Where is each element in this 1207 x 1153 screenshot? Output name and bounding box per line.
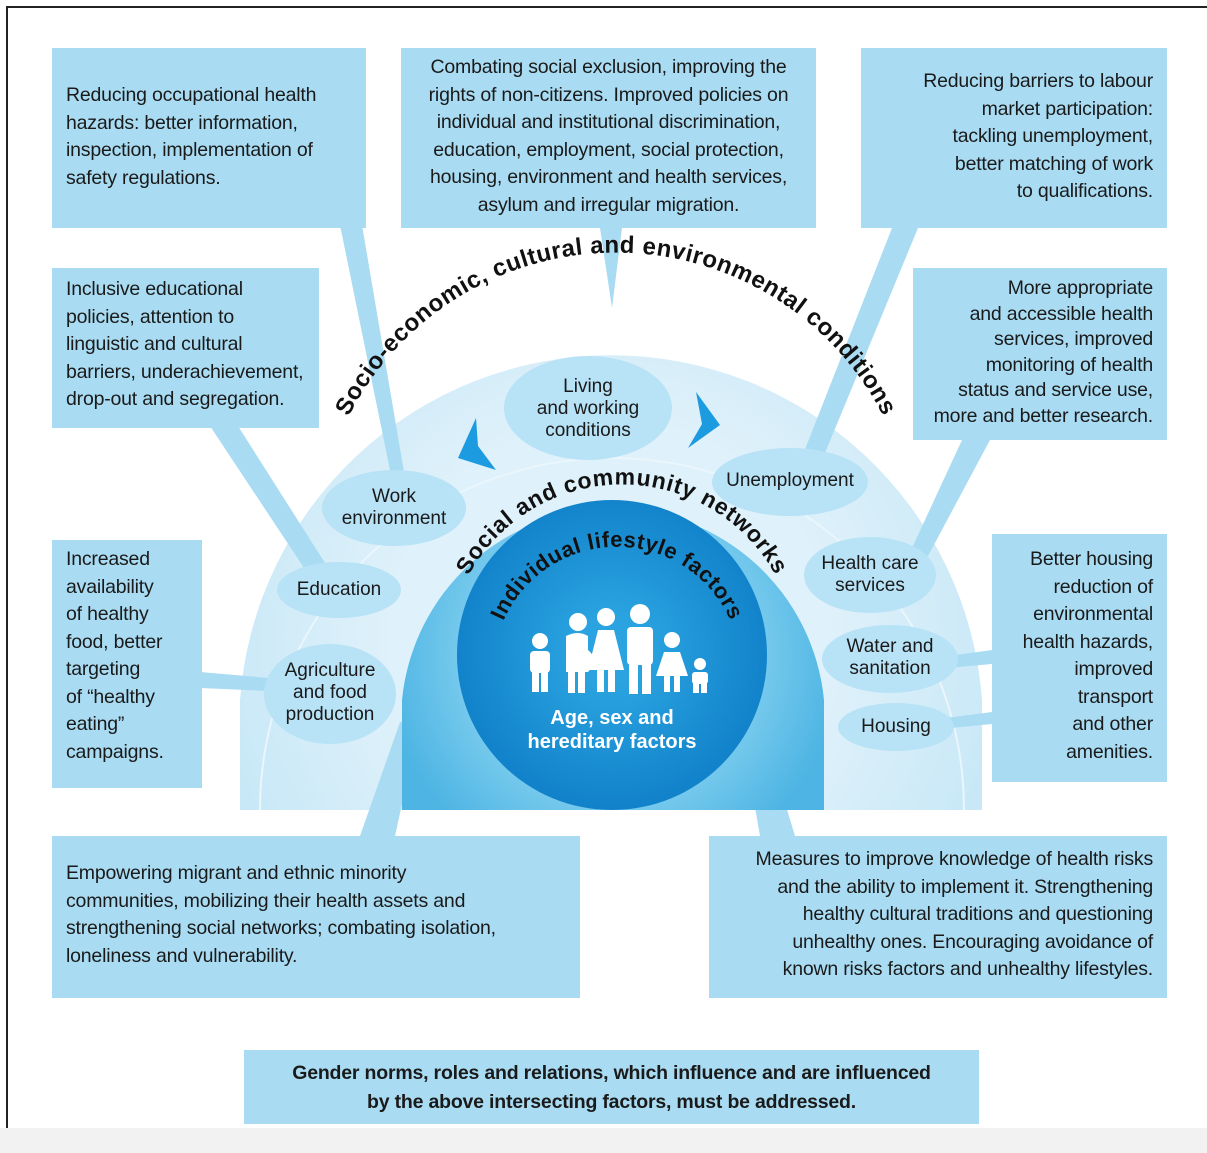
oval-unemployment [712,448,868,516]
arrow-left [458,418,496,470]
bottom-strip [0,1128,1207,1153]
box-health-services: More appropriate and accessible health s… [913,268,1167,440]
family-icons [530,604,708,694]
oval-agriculture-label: Agriculture and food production [284,660,376,725]
oval-living [504,356,672,460]
oval-education [277,562,401,618]
oval-water [822,625,958,693]
box-housing: Better housing reduction of environmenta… [992,534,1167,782]
man-icon [627,604,653,694]
oval-water-label: Water and sanitation [846,636,934,679]
pregnant-woman-icon [566,613,594,693]
oval-unemployment-label: Unemployment [726,470,854,491]
oval-living-label: Living and working conditions [536,376,640,441]
box-empowering: Empowering migrant and ethnic minority c… [52,836,580,998]
pointer-water [948,650,992,668]
oval-health-care-label: Health care services [821,553,919,596]
pointer-education [210,426,332,580]
oval-work [322,470,466,546]
box-education-policy: Inclusive educational policies, attentio… [52,268,319,428]
box-occupational: Reducing occupational health hazards: be… [52,48,366,228]
pointer-labour [800,228,918,470]
pointer-occupational [340,225,405,480]
boy-icon [530,633,550,692]
girl-icon [656,632,688,692]
oval-work-label: Work environment [341,486,447,529]
baby-icon [692,658,708,693]
core-label: Age, sex and hereditary factors [527,707,697,753]
oval-health-care [804,537,936,613]
woman-icon [588,608,624,692]
oval-housing [838,703,954,751]
figure-frame [6,6,1207,1153]
pointer-social-exclusion [600,228,622,308]
oval-agriculture [264,644,396,744]
box-knowledge: Measures to improve knowledge of health … [709,836,1167,998]
oval-housing-label: Housing [861,716,931,737]
box-labour: Reducing barriers to labour market parti… [861,48,1167,228]
box-food: Increased availability of healthy food, … [52,540,202,788]
arrow-right [688,392,720,448]
box-social-exclusion: Combating social exclusion, improving th… [401,48,816,228]
box-gender: Gender norms, roles and relations, which… [244,1050,979,1124]
pointer-health [912,440,990,556]
oval-education-label: Education [296,579,382,600]
